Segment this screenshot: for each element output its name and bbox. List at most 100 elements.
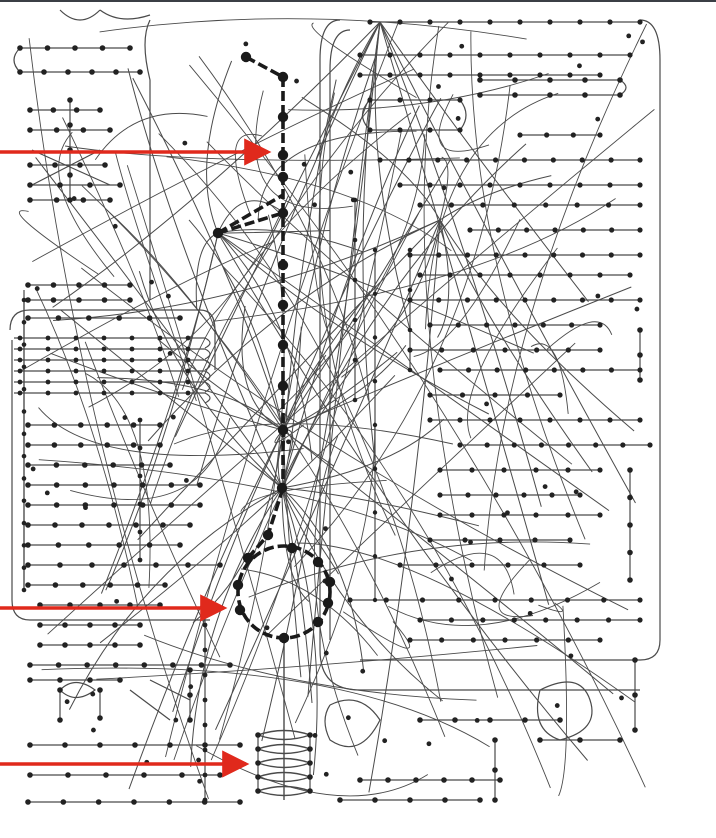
network-node [367,127,373,133]
network-edge [425,92,559,330]
network-node [165,293,171,299]
network-node [117,677,123,683]
network-node [101,282,108,288]
network-node [187,522,193,528]
network-node [87,642,93,648]
pathway-node [312,556,324,568]
network-edge [47,109,655,635]
network-edge [14,381,211,393]
network-node [507,272,513,278]
network-node [626,33,632,39]
network-node [439,637,445,643]
network-edge [304,154,334,341]
network-node [565,637,571,643]
network-node [141,662,148,668]
pathway-node [262,529,274,541]
network-node [427,417,433,423]
network-node [352,357,358,363]
network-node [294,78,299,84]
network-node [52,582,59,588]
network-node [605,617,612,623]
network-node [55,315,62,321]
network-node [407,347,413,353]
network-node [407,287,413,293]
network-node [534,347,540,353]
network-edge [311,22,417,98]
network-node [595,116,601,122]
network-node [27,662,33,668]
network-node [137,69,143,75]
network-edge [277,134,426,412]
pathway-node [286,542,298,554]
network-node [632,657,638,663]
network-edge [218,214,285,740]
network-node [117,182,123,188]
network-node [493,492,499,498]
network-edge [212,198,616,322]
network-node [397,562,403,568]
network-node [73,368,79,374]
network-node [582,77,588,83]
network-node [157,379,163,385]
network-edge [59,9,101,21]
network-edge [281,487,365,672]
network-node [577,737,583,743]
network-edge [467,247,558,439]
network-edge [99,487,283,644]
network-node [407,252,413,258]
network-edge [470,31,586,540]
network-edge [413,219,521,358]
pathway-node [277,339,289,351]
network-node [632,692,638,698]
network-edge [536,681,593,741]
network-node [480,202,486,208]
network-node [166,799,173,805]
network-edge [248,541,591,598]
network-node [350,197,356,203]
network-edge [105,232,219,591]
network-node [137,557,143,563]
network-node [372,422,378,428]
network-node [382,738,388,744]
network-node [442,797,448,803]
network-node [427,182,433,188]
network-node [132,742,138,748]
network-node [106,522,112,528]
network-node [524,227,530,233]
network-node [637,417,643,423]
network-node [637,617,643,623]
network-node [129,357,135,363]
network-node [25,422,31,428]
network-node [25,442,31,448]
network-edge [97,377,284,431]
network-node [177,542,183,548]
network-node [407,297,413,303]
network-node [372,510,378,515]
network-node [55,662,62,668]
network-node [157,422,163,428]
network-node [323,771,329,777]
network-node [53,197,60,203]
network-node [21,409,27,414]
network-node [25,522,31,528]
network-node [507,72,513,78]
network-edge [172,429,284,713]
network-node [111,502,117,508]
network-node [427,19,433,25]
network-node [153,562,159,568]
network-node [480,617,486,623]
network-node [25,582,31,588]
network-edge [281,105,420,489]
network-node [547,417,553,423]
network-node [17,335,23,341]
network-node [607,417,613,423]
network-node [493,297,499,303]
network-node [436,252,442,258]
network-node [67,97,73,103]
network-node [101,357,107,363]
network-node [597,467,603,473]
network-node [112,223,118,229]
network-node [255,746,261,752]
network-node [439,347,445,353]
